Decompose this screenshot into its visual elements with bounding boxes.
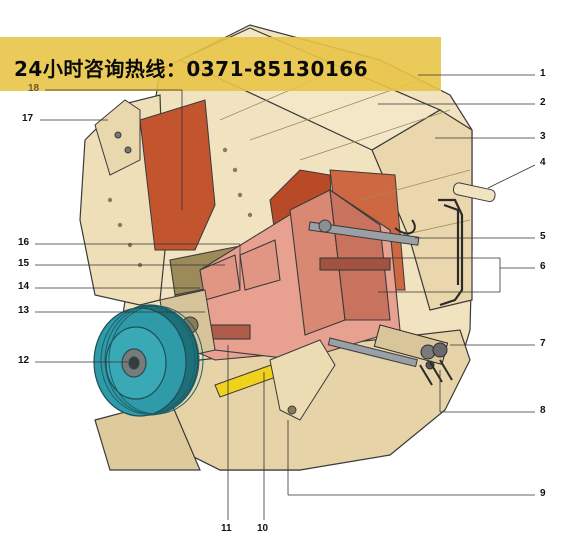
drive-pulley	[93, 304, 199, 417]
callout-5: 5	[540, 231, 546, 242]
callout-15: 15	[18, 258, 30, 269]
callout-10: 10	[257, 523, 269, 534]
callout-17: 17	[22, 113, 34, 124]
callout-11: 11	[221, 523, 232, 534]
hotline-banner	[0, 37, 441, 91]
callout-13: 13	[18, 305, 30, 316]
pipe-fitting	[452, 182, 496, 203]
lower-rod	[327, 337, 418, 368]
callout-8: 8	[540, 405, 546, 416]
callout-4: 4	[540, 157, 546, 168]
callout-12: 12	[18, 355, 30, 366]
discharge-flap	[269, 339, 336, 421]
hinge-bracket	[94, 99, 141, 176]
adjustment-springs	[373, 324, 449, 370]
callout-14: 14	[18, 281, 30, 292]
callout-7: 7	[540, 338, 546, 349]
callout-2: 2	[540, 97, 546, 108]
hydraulic-pipe	[438, 198, 464, 307]
pulley-grooves	[100, 305, 204, 415]
callout-9: 9	[540, 488, 546, 499]
callout-18: 18	[28, 83, 40, 94]
leader-lines	[35, 74, 536, 520]
callout-3: 3	[540, 131, 546, 142]
callout-1: 1	[540, 68, 546, 79]
impact-rack-rod	[308, 219, 420, 246]
hotline-banner-text: 24小时咨询热线：0371-85130166	[14, 57, 369, 81]
callout-6: 6	[540, 261, 546, 272]
callout-16: 16	[18, 237, 30, 248]
